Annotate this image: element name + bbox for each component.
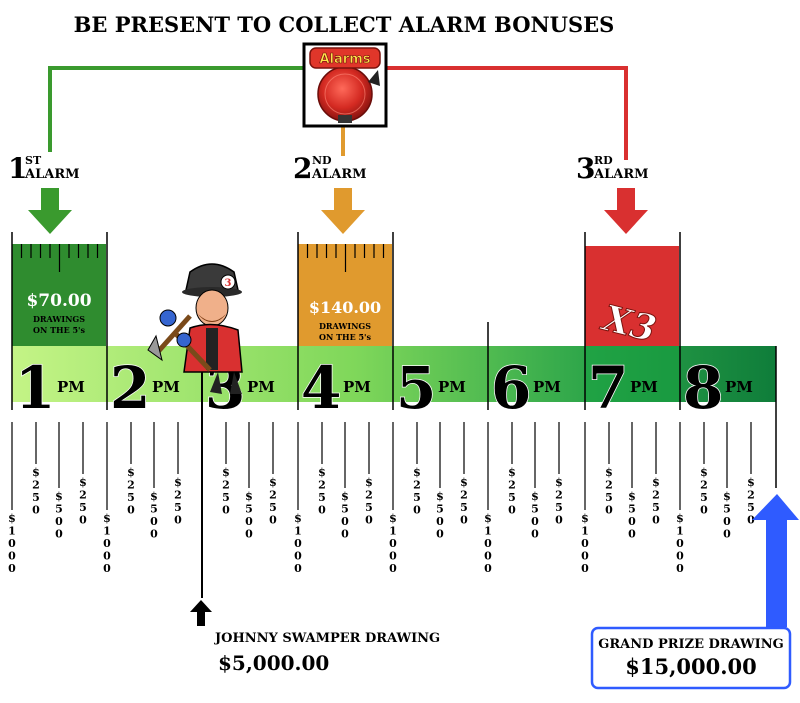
hour-number: 8 — [683, 354, 723, 422]
bonus-box-3: X3 — [585, 246, 679, 351]
svg-text:ALARM: ALARM — [311, 167, 367, 182]
grand-prize-label: GRAND PRIZE DRAWING — [598, 637, 783, 652]
hour-number: 7 — [588, 354, 628, 422]
hour-dividers — [11, 232, 777, 488]
bonus-amount-1: $70.00 — [26, 291, 91, 311]
svg-text:3: 3 — [225, 278, 232, 289]
green-connector — [48, 66, 306, 152]
alarm-label-2: 2 ND ALARM — [293, 152, 367, 185]
orange-down-arrow-icon — [321, 188, 365, 234]
red-connector — [386, 66, 628, 160]
svg-text:2: 2 — [293, 152, 312, 185]
svg-text:1: 1 — [8, 152, 27, 185]
blue-up-arrow-icon — [752, 494, 799, 627]
hour-suffix: PM — [438, 378, 466, 396]
bonus-line2-1: ON THE 5's — [33, 325, 85, 335]
hour-suffix: PM — [725, 378, 753, 396]
alarm-bell-icon: Alarms — [302, 42, 388, 128]
hour-suffix: PM — [343, 378, 371, 396]
bonus-line2-2: ON THE 5's — [319, 332, 371, 342]
grand-prize-amount: $15,000.00 — [625, 654, 757, 679]
hour-number: 5 — [396, 354, 436, 422]
hour-suffix: PM — [533, 378, 561, 396]
green-down-arrow-icon — [28, 188, 72, 234]
hour-number: 6 — [491, 354, 531, 422]
svg-text:3: 3 — [576, 152, 595, 185]
alarm-label-3: 3 RD ALARM — [576, 152, 649, 185]
bonus-line1-2: DRAWINGS — [319, 321, 371, 331]
page-title: BE PRESENT TO COLLECT ALARM BONUSES — [74, 12, 615, 37]
hour-number: 1 — [15, 354, 55, 422]
hour-suffix: PM — [57, 378, 85, 396]
bonus-amount-2: $140.00 — [309, 298, 381, 317]
hour-suffix: PM — [152, 378, 180, 396]
bonus-line1-1: DRAWINGS — [33, 314, 85, 324]
firefighter-mascot-icon: 3 — [147, 263, 243, 394]
hour-suffix: PM — [247, 378, 275, 396]
hour-suffix: PM — [630, 378, 658, 396]
payout-ticks — [11, 360, 752, 598]
hour-number: 2 — [110, 354, 150, 422]
svg-text:ST: ST — [25, 154, 42, 167]
alarms-badge-label: Alarms — [320, 52, 371, 67]
svg-text:RD: RD — [594, 154, 613, 167]
johnny-swamper-callout: JOHNNY SWAMPER DRAWING $5,000.00 — [190, 600, 440, 675]
alarm-label-1: 1 ST ALARM — [8, 152, 80, 185]
grand-prize-callout: GRAND PRIZE DRAWING $15,000.00 — [590, 494, 799, 690]
svg-text:ALARM: ALARM — [593, 167, 649, 182]
timeline-band-highlight — [585, 346, 679, 402]
up-arrow-icon — [190, 600, 212, 626]
red-down-arrow-icon — [604, 188, 648, 234]
johnny-label: JOHNNY SWAMPER DRAWING — [214, 631, 440, 646]
svg-text:ND: ND — [312, 154, 332, 167]
johnny-amount: $5,000.00 — [218, 651, 329, 675]
bonus-box-2: $140.00 DRAWINGS ON THE 5's — [298, 244, 392, 346]
grand-prize-box — [590, 626, 792, 690]
bonus-box-1: $70.00 DRAWINGS ON THE 5's — [12, 244, 106, 346]
svg-text:ALARM: ALARM — [24, 167, 80, 182]
hour-number: 4 — [301, 354, 341, 422]
